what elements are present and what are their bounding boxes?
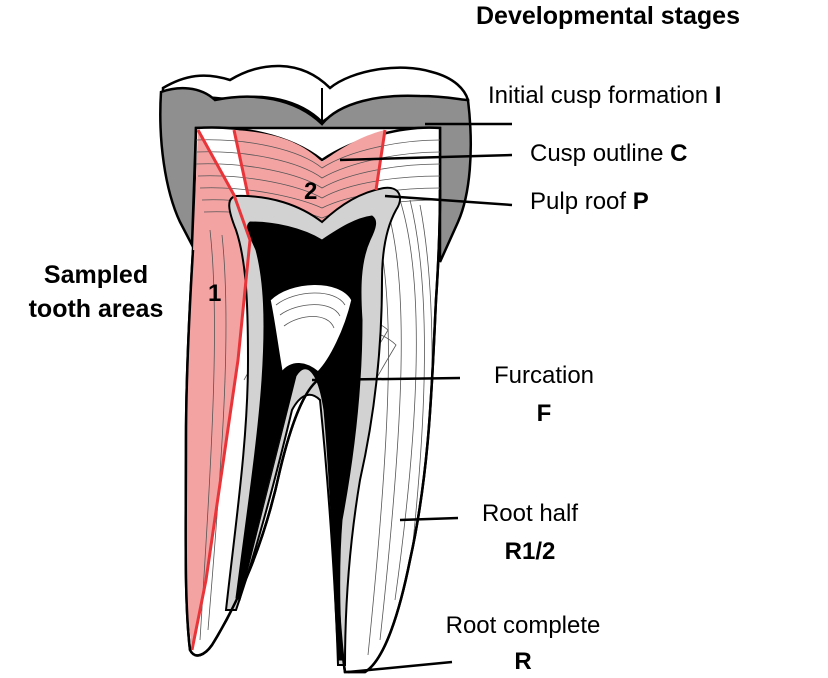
diagram-title: Developmental stages xyxy=(476,2,740,30)
stage-cusp-outline: Cusp outline C xyxy=(530,140,687,168)
stage-root-complete: Root complete R xyxy=(416,612,630,676)
leader-lines xyxy=(311,122,513,674)
sampled-areas-heading-line1: Sampled xyxy=(43,261,149,289)
inner-dentin-core xyxy=(269,283,353,374)
area-1-label: 1 xyxy=(208,280,222,307)
stage-root-complete-code: R xyxy=(514,648,532,675)
stage-initial-cusp-name: Initial cusp formation xyxy=(488,82,709,109)
stage-furcation: Furcation F xyxy=(474,362,614,428)
stage-pulp-roof: Pulp roof P xyxy=(530,188,649,216)
stage-furcation-code: F xyxy=(536,400,552,427)
stage-furcation-name: Furcation xyxy=(493,362,595,389)
sampled-area-2 xyxy=(234,130,385,230)
stage-cusp-outline-name: Cusp outline xyxy=(530,140,664,167)
stage-pulp-roof-name: Pulp roof xyxy=(530,188,627,215)
stage-pulp-roof-code: P xyxy=(632,188,649,215)
area-2-label: 2 xyxy=(304,178,318,205)
stage-root-half-code: R1/2 xyxy=(504,538,556,565)
stage-root-complete-name: Root complete xyxy=(445,612,601,639)
stage-initial-cusp: Initial cusp formation I xyxy=(488,82,721,110)
sampled-areas-heading-line2: tooth areas xyxy=(28,295,164,323)
stage-initial-cusp-code: I xyxy=(714,82,722,109)
sampled-areas-heading: Sampled tooth areas xyxy=(6,258,186,326)
stage-root-half: Root half R1/2 xyxy=(470,500,590,566)
sampled-area-1 xyxy=(186,130,250,650)
stage-root-half-name: Root half xyxy=(481,500,579,527)
stage-cusp-outline-code: C xyxy=(670,140,688,167)
enamel-layer xyxy=(159,86,472,263)
